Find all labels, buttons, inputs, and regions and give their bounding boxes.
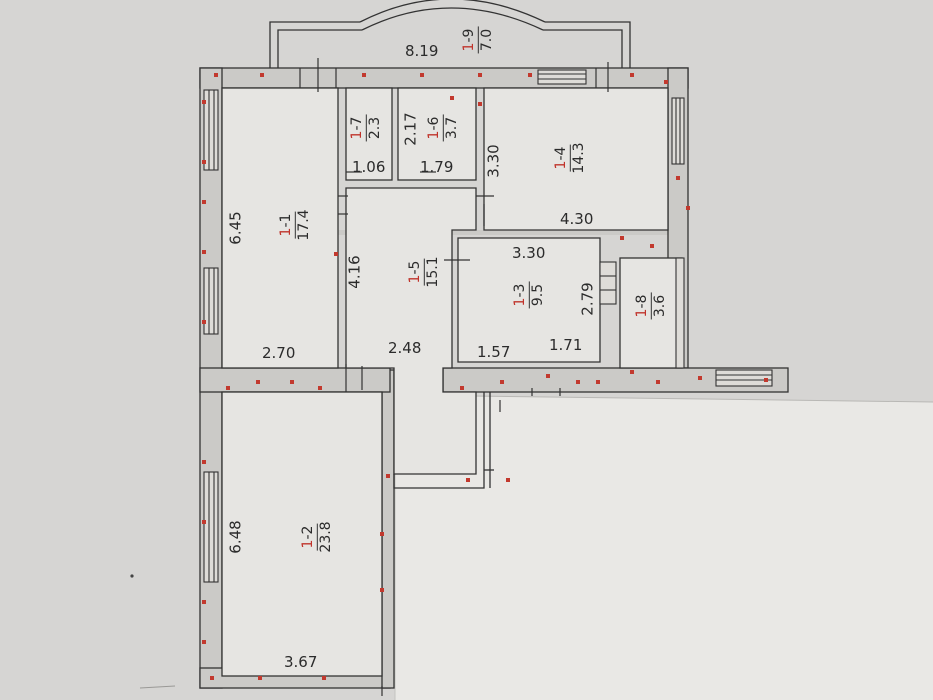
survey-dots: [202, 73, 768, 680]
room-1-8-shape: [619, 257, 683, 369]
dim-room-1-4-width: 4.30: [560, 210, 594, 228]
dim-room-1-1-width: 2.70: [262, 344, 296, 362]
paper-overlay-edge: [394, 394, 933, 403]
room-label-1-8: 1-8 3.6: [633, 292, 668, 320]
room-label-1-7: 1-7 2.3: [348, 114, 383, 142]
dim-room-1-6-length: 2.17: [401, 112, 420, 146]
paper-speck: [130, 574, 134, 578]
room-label-1-1: 1-1 17.4: [277, 209, 312, 241]
room-label-1-5: 1-5 15.1: [406, 256, 441, 288]
dim-room-1-3-side: 2.79: [578, 282, 597, 316]
room-1-3-shape: [457, 237, 601, 363]
paper-sheet-overlay: [395, 395, 933, 700]
room-1-1-shape: [221, 87, 339, 369]
dim-room-1-3-top: 3.30: [512, 244, 546, 262]
dim-room-1-5-width: 2.48: [388, 339, 422, 357]
dim-room-1-3-bottom-b: 1.71: [549, 336, 583, 354]
room-1-6-shape: [397, 87, 477, 181]
dim-room-1-1-length: 6.45: [226, 211, 245, 245]
room-label-1-3: 1-3 9.5: [511, 281, 546, 309]
room-1-5-shape: [345, 187, 477, 475]
room-1-2-shape: [221, 391, 383, 677]
room-shapes: [221, 87, 683, 677]
dim-room-1-5-length: 4.16: [345, 255, 364, 289]
dim-room-1-2-length: 6.48: [226, 520, 245, 554]
paper-mark: [139, 685, 176, 689]
corridor-extension: [393, 392, 494, 489]
room-label-1-9: 1-9 7.0: [460, 26, 495, 54]
room-label-1-2: 1-2 23.8: [299, 521, 334, 553]
room-1-4-shape: [483, 87, 669, 231]
room-label-1-4: 1-4 14.3: [552, 142, 587, 174]
room-label-1-6: 1-6 3.7: [425, 114, 460, 142]
dim-room-1-4-length: 3.30: [484, 144, 503, 178]
dim-room-1-3-bottom-a: 1.57: [477, 343, 511, 361]
dim-room-1-2-width: 3.67: [284, 653, 318, 671]
dim-room-1-6-width: 1.79: [420, 158, 454, 176]
balcony-outline: [269, 0, 631, 68]
windows: [203, 69, 773, 583]
room-1-7-shape: [345, 87, 393, 181]
door-marks: [299, 58, 609, 696]
dim-room-1-7-width: 1.06: [352, 158, 386, 176]
dim-balcony-length: 8.19: [405, 42, 439, 60]
